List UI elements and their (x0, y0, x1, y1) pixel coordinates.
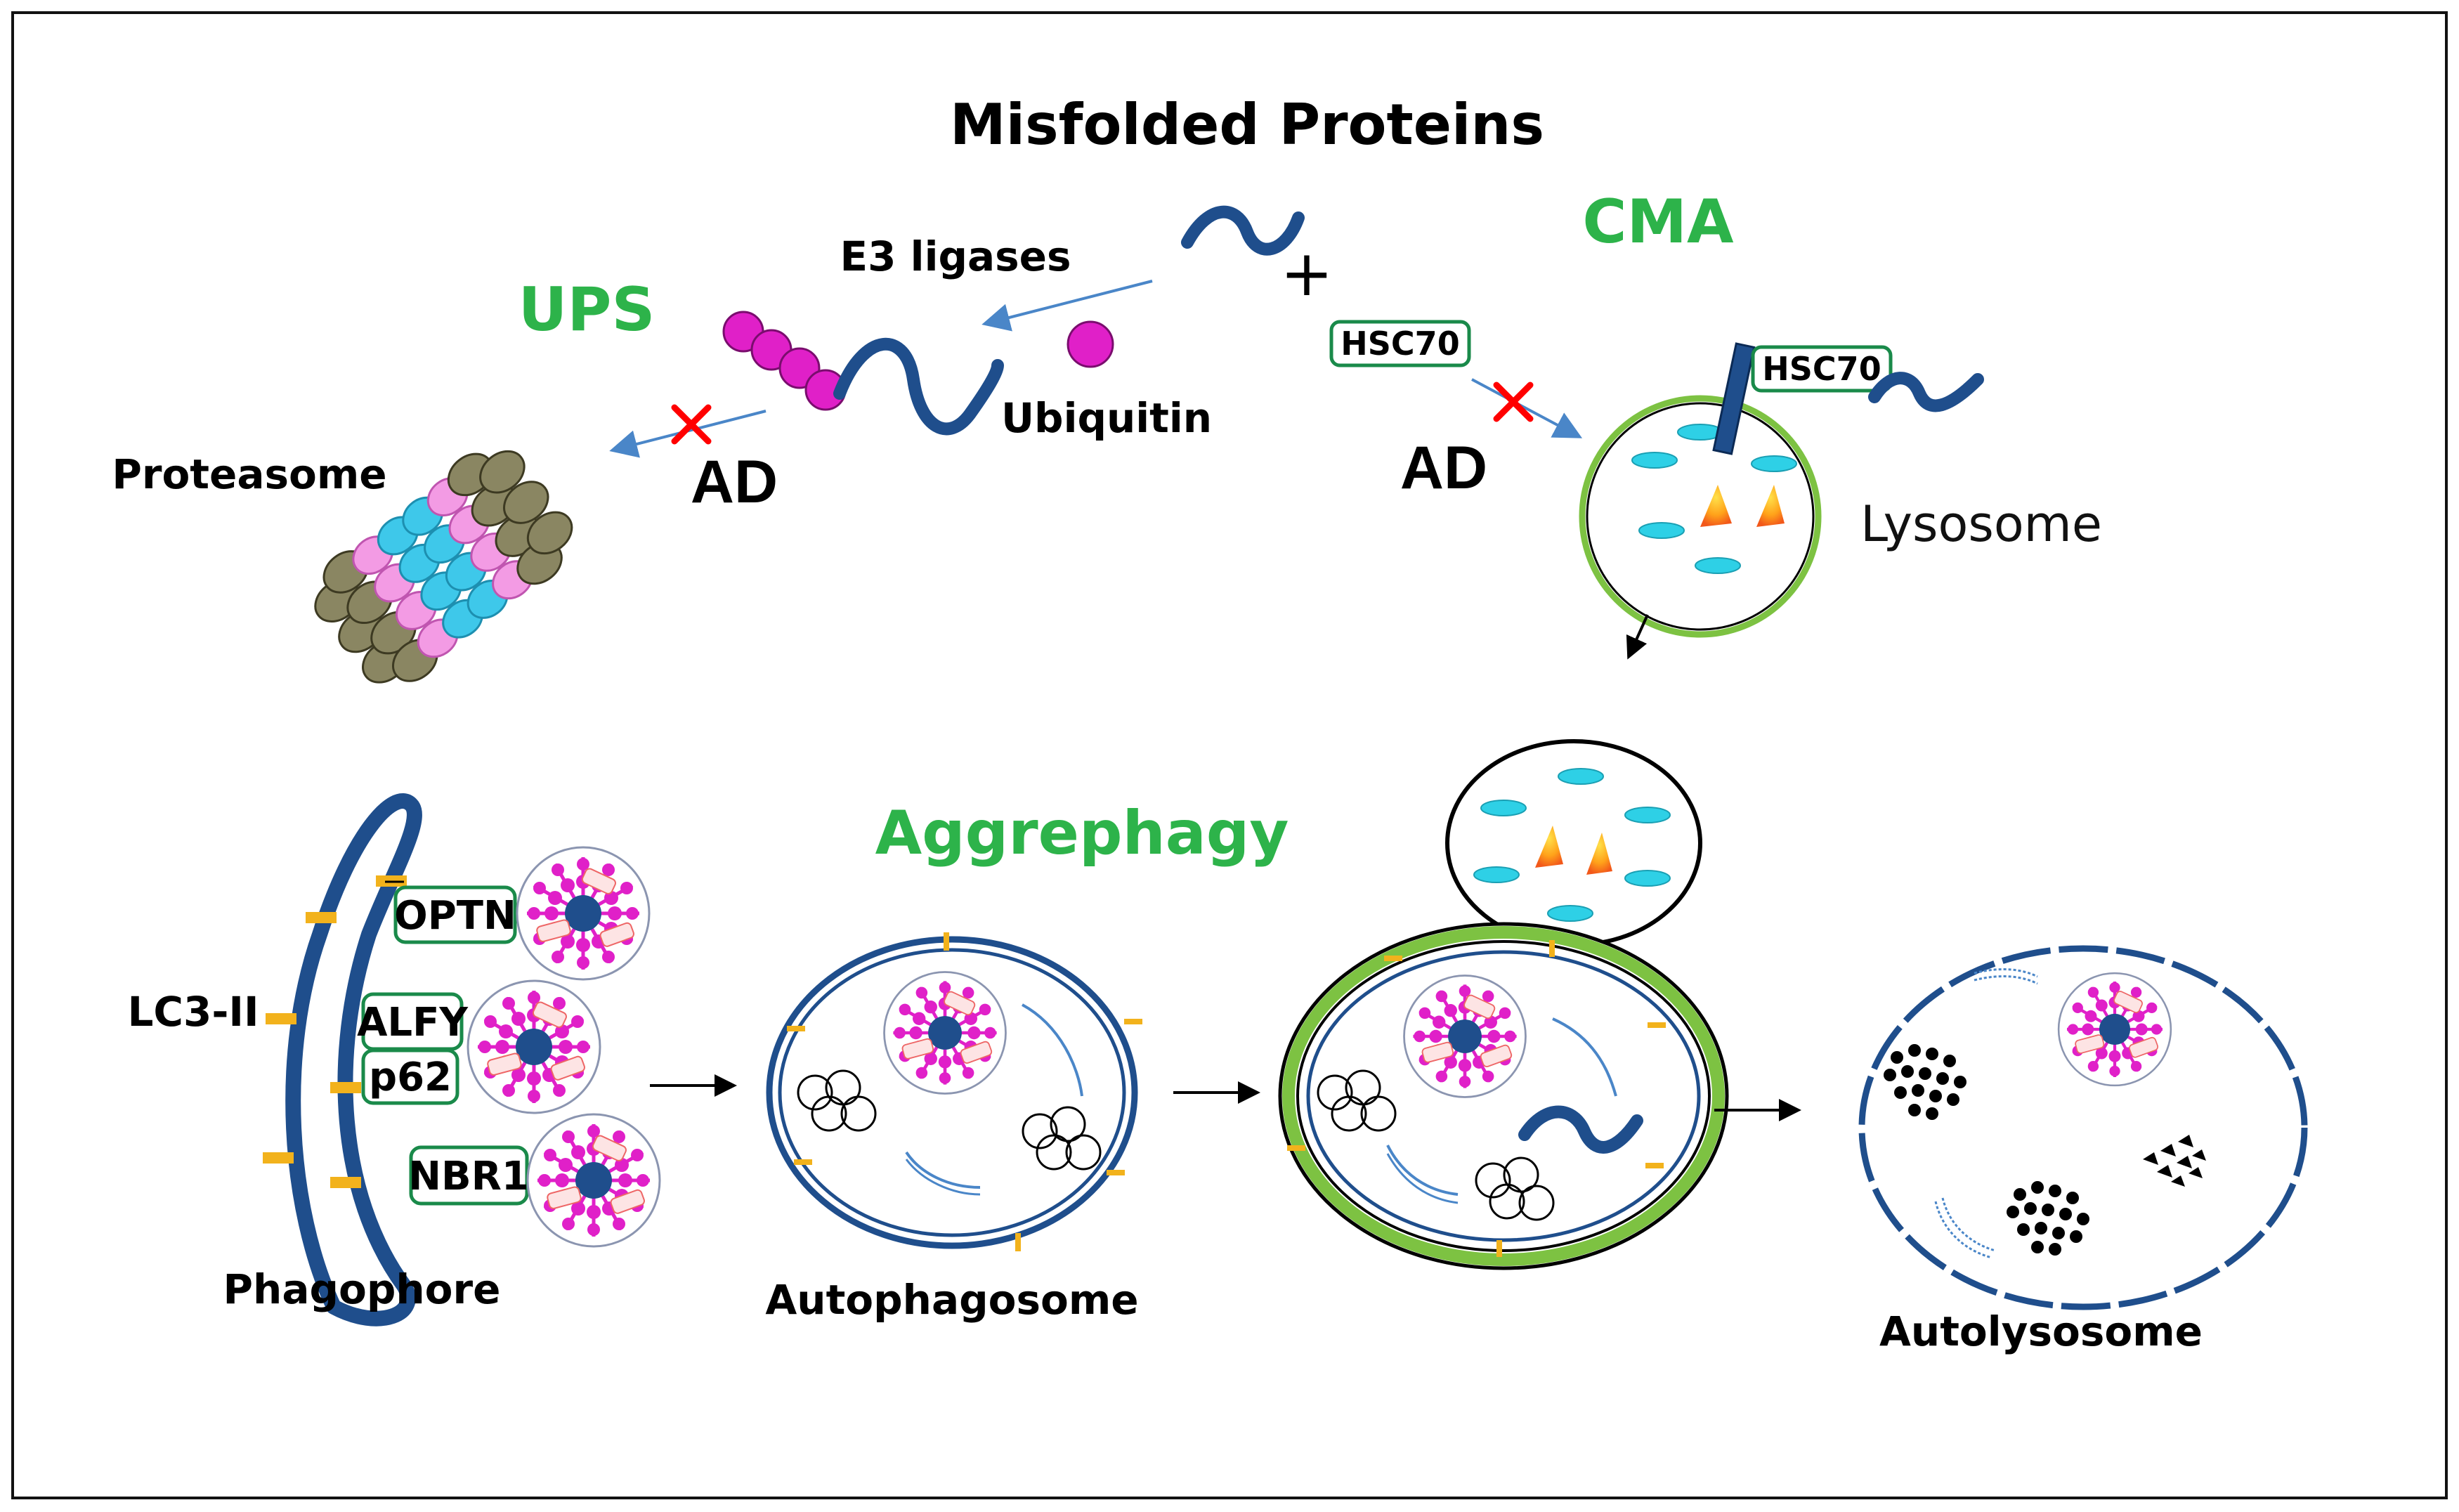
receptor-p62-box (361, 1048, 459, 1105)
protein-aggregate-icon (517, 847, 649, 979)
hsc70-bound-label: HSC70 (1762, 350, 1881, 388)
hsc70-bound-box (1751, 345, 1893, 393)
proteasome-label: Proteasome (112, 450, 386, 498)
lysosome-to-fusion-arrow (1626, 614, 1649, 660)
cma-arrow (1471, 378, 1583, 438)
figure-frame (11, 11, 2448, 1499)
lysosome-cma (1579, 395, 1822, 638)
cma-inhibition-red-x-icon (1493, 382, 1534, 422)
lysosome-label: Lysosome (1860, 495, 2102, 553)
lc3-label: LC3-II (127, 988, 259, 1036)
ubiquitin-chain-icon (722, 311, 847, 411)
receptor-optn-box (393, 885, 517, 944)
autophagosome-label: Autophagosome (765, 1276, 1138, 1324)
hydrolase-icon (1756, 485, 1785, 527)
autolysosome (1858, 945, 2308, 1310)
proteasome-icon (314, 450, 573, 684)
receptor-p62-label: p62 (369, 1055, 452, 1100)
free-ubiquitin-icon (1067, 320, 1114, 368)
aggrephagy-label: Aggrephagy (875, 798, 1289, 868)
ups-inhibition-red-x-icon (671, 404, 712, 445)
lamp2a-receptor-icon (1712, 342, 1756, 455)
ups-arrow (609, 410, 767, 458)
receptor-alfy-label: ALFY (357, 1000, 469, 1045)
autophagosome (766, 932, 1142, 1251)
e3-ligases-label: E3 ligases (840, 233, 1071, 280)
receptor-nbr1-label: NBR1 (408, 1154, 529, 1199)
cma-substrate-protein (1868, 372, 1984, 412)
cma-label: CMA (1582, 187, 1734, 257)
hsc70-free-label: HSC70 (1341, 325, 1459, 363)
cma-substrate-protein (1518, 1105, 1643, 1154)
diagram-title: Misfolded Proteins (950, 92, 1544, 157)
degraded-fragments-icon (1884, 1044, 2206, 1256)
hydrolase-icon (1700, 485, 1732, 527)
ubiquitinated-protein (833, 337, 1004, 436)
phagophore-icon (285, 793, 422, 1327)
lc3-marker (263, 875, 407, 1188)
e3-arrow (981, 280, 1153, 332)
misfolded-protein (1181, 205, 1305, 256)
receptor-optn-label: OPTN (394, 893, 516, 939)
ad-label-ups: AD (691, 448, 778, 516)
protein-aggregate-icon (528, 1114, 660, 1246)
protein-aggregate-icon (468, 981, 600, 1113)
lysosome-fusing (1445, 739, 1702, 947)
ups-label: UPS (518, 275, 655, 345)
amphisome (1278, 922, 1729, 1270)
plus-sign: + (1280, 237, 1333, 311)
autolysosome-label: Autolysosome (1879, 1308, 2203, 1355)
hsc70-free-box (1329, 320, 1471, 367)
ad-label-cma: AD (1400, 434, 1487, 502)
phagophore-label: Phagophore (223, 1265, 501, 1313)
ubiquitin-label: Ubiquitin (1001, 394, 1212, 442)
